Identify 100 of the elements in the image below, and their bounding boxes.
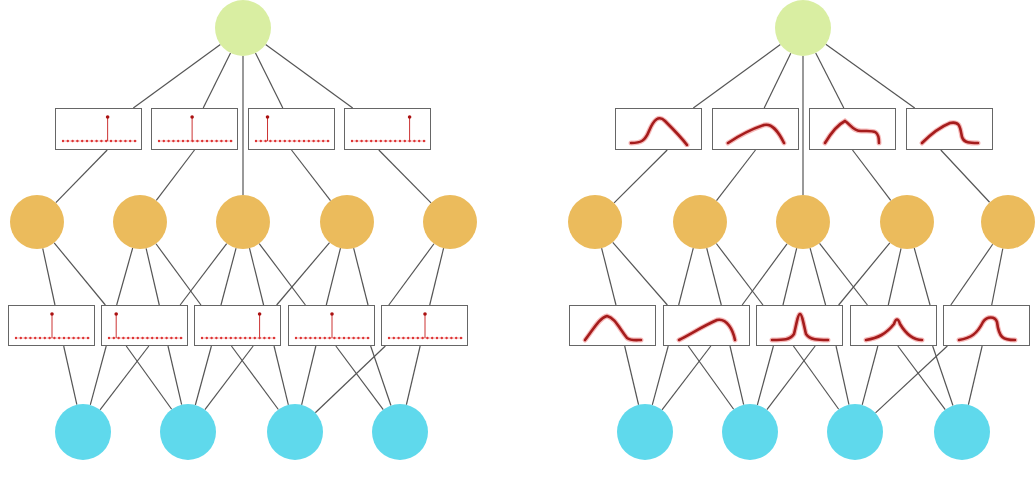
neuron-circle — [673, 195, 727, 249]
connection-line — [167, 345, 183, 406]
connection-line — [729, 345, 745, 406]
activation-plot-drawing — [151, 108, 238, 150]
activation-plot-drawing — [943, 305, 1030, 346]
neuron-circle — [981, 195, 1035, 249]
activation-plot-drawing — [8, 305, 95, 346]
connection-line — [179, 242, 228, 306]
neuron-circle — [10, 195, 64, 249]
connection-line — [913, 247, 931, 306]
activation-plot-drawing — [906, 108, 993, 150]
connection-line — [835, 345, 850, 406]
connection-line — [815, 52, 845, 109]
connection-line — [53, 242, 106, 306]
neuron-circle — [160, 404, 216, 460]
connection-line — [792, 345, 840, 410]
connection-line — [429, 247, 445, 306]
connection-line — [715, 242, 764, 306]
connection-line — [613, 149, 668, 204]
connection-line — [887, 247, 902, 306]
connection-line — [335, 345, 384, 411]
connection-line — [405, 345, 421, 406]
neuron-circle — [216, 195, 270, 249]
neuron-circle — [423, 195, 477, 249]
connection-line — [838, 242, 891, 306]
activation-plot-drawing — [288, 305, 375, 346]
connection-line — [692, 43, 781, 109]
neuron-circle — [215, 0, 271, 56]
activation-plot-drawing — [55, 108, 142, 150]
activation-plot-drawing — [663, 305, 750, 346]
connection-line — [63, 345, 78, 406]
neuron-circle — [372, 404, 428, 460]
connection-line — [42, 247, 56, 306]
connection-line — [678, 247, 694, 306]
neuron-circle — [568, 195, 622, 249]
connection-line — [230, 345, 279, 411]
connection-line — [276, 242, 331, 306]
connection-line — [851, 149, 892, 202]
connection-line — [254, 52, 284, 109]
neuron-circle — [320, 195, 374, 249]
connection-line — [950, 243, 994, 306]
connection-line — [932, 345, 954, 407]
connection-line — [155, 149, 196, 202]
connection-line — [273, 345, 289, 406]
connection-line — [782, 247, 798, 306]
connection-line — [802, 55, 804, 196]
connection-line — [756, 345, 774, 406]
activation-plot-drawing — [569, 305, 656, 346]
neuron-circle — [827, 404, 883, 460]
connection-line — [194, 345, 212, 406]
activation-plot-drawing — [344, 108, 431, 150]
connection-line — [242, 55, 244, 196]
connection-line — [612, 241, 668, 306]
connection-line — [370, 345, 392, 407]
activation-plot-drawing — [194, 305, 281, 346]
connection-line — [706, 247, 722, 306]
connection-line — [715, 149, 757, 202]
connection-line — [661, 345, 712, 411]
activation-plot-drawing — [615, 108, 702, 150]
connection-line — [220, 247, 237, 306]
connection-line — [353, 247, 369, 306]
connection-line — [301, 345, 317, 406]
connection-line — [624, 345, 640, 406]
connection-line — [89, 345, 107, 406]
connection-line — [116, 247, 134, 306]
connection-line — [967, 345, 983, 406]
neuron-circle — [267, 404, 323, 460]
connection-line — [940, 149, 991, 203]
neuron-circle — [934, 404, 990, 460]
neuron-circle — [55, 404, 111, 460]
activation-plot-drawing — [756, 305, 843, 346]
connection-line — [204, 345, 254, 411]
connection-line — [874, 345, 948, 414]
activation-plot-drawing — [809, 108, 896, 150]
connection-line — [55, 149, 108, 204]
activation-plot-drawing — [101, 305, 188, 346]
neuron-circle — [880, 195, 934, 249]
connection-line — [601, 247, 617, 306]
connection-line — [290, 149, 332, 202]
connection-line — [763, 52, 792, 109]
connection-line — [258, 243, 306, 306]
connection-line — [202, 52, 232, 109]
activation-plot-drawing — [850, 305, 937, 346]
connection-line — [651, 345, 669, 406]
neuron-circle — [775, 0, 831, 56]
neuron-circle — [113, 195, 167, 249]
activation-plot-drawing — [248, 108, 335, 150]
connection-line — [687, 345, 735, 410]
connection-line — [825, 43, 916, 109]
neuron-circle — [776, 195, 830, 249]
connection-line — [378, 149, 432, 204]
connection-line — [818, 242, 868, 306]
connection-line — [809, 247, 827, 306]
connection-line — [132, 43, 221, 109]
connection-line — [897, 345, 946, 411]
activation-plot-drawing — [712, 108, 799, 150]
neuron-circle — [617, 404, 673, 460]
connection-line — [388, 243, 435, 306]
connection-line — [125, 345, 173, 410]
connection-line — [99, 345, 150, 411]
